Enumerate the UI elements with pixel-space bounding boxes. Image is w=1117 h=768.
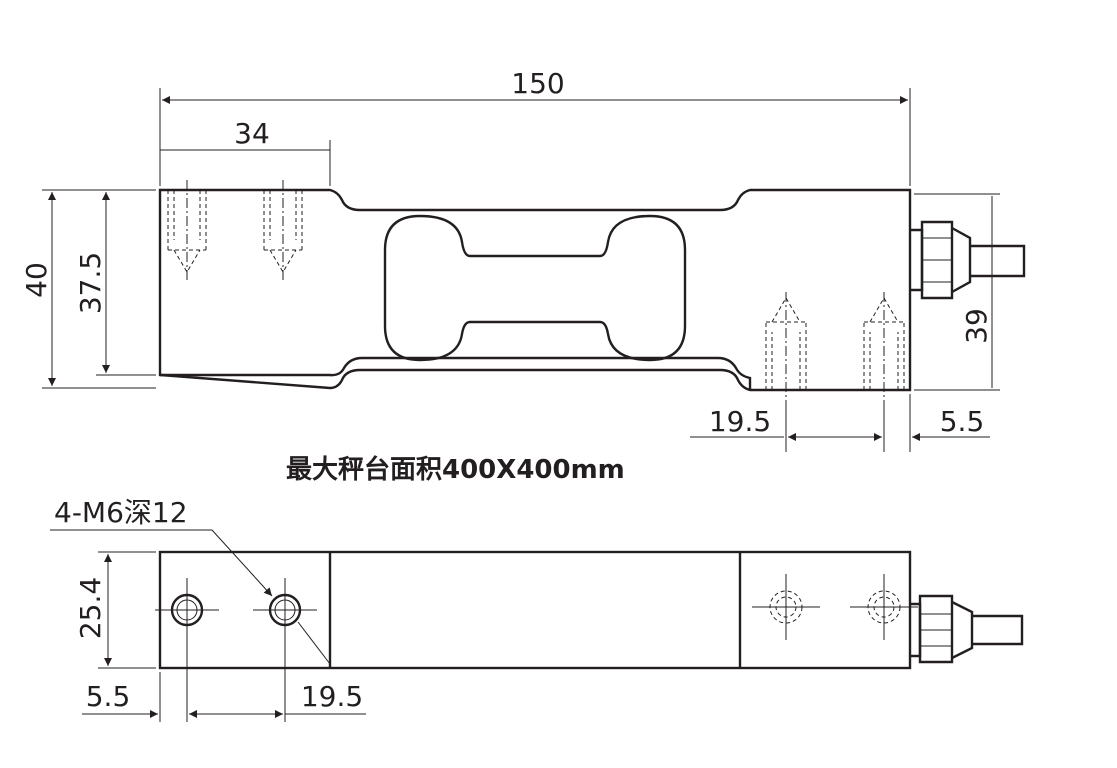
dim-hole-spacing-top: 34 <box>160 117 331 186</box>
thread-hole-top-1 <box>167 180 207 282</box>
callout-4-m6-label: 4-M6深12 <box>54 496 188 529</box>
dim-40-label: 40 <box>20 262 53 298</box>
mount-hole-2 <box>253 578 317 642</box>
thread-callout: 4-M6深12 <box>50 496 331 665</box>
mount-hole-1 <box>155 578 219 642</box>
dim-5-5-front-label: 5.5 <box>940 405 985 438</box>
top-view: 4-M6深12 25.4 5.5 19.5 <box>50 496 1024 722</box>
front-view: 150 34 40 37.5 39 <box>20 67 1026 452</box>
front-body-bottom <box>160 356 752 390</box>
dim-5-5-top-label: 5.5 <box>86 680 131 713</box>
dim-overall-length: 150 <box>159 67 911 186</box>
dim-bottom-offsets: 19.5 5.5 <box>690 394 990 452</box>
dim-width: 25.4 <box>74 551 156 669</box>
dim-top-offsets: 5.5 19.5 <box>82 642 366 722</box>
top-section-lines <box>328 552 742 668</box>
dim-19-5-front-label: 19.5 <box>709 405 771 438</box>
thread-hole-bottom-1 <box>765 292 807 400</box>
dim-25-4-label: 25.4 <box>74 577 107 639</box>
dim-cable-height: 39 <box>914 193 1000 391</box>
dim-height-body: 37.5 <box>74 192 156 376</box>
thread-hole-bottom-2 <box>863 292 905 400</box>
dim-19-5-top-label: 19.5 <box>301 680 363 713</box>
dim-39-label: 39 <box>960 308 993 344</box>
dim-height-total: 40 <box>20 189 156 389</box>
dim-34-label: 34 <box>234 117 270 150</box>
dim-37-5-label: 37.5 <box>74 252 107 314</box>
cable-connector-front <box>910 220 1026 300</box>
cable-connector-top <box>910 594 1024 664</box>
thread-hole-top-2 <box>263 180 303 282</box>
mount-hole-3 <box>752 574 820 640</box>
dogbone-cutout <box>383 214 687 362</box>
platform-note: 最大秤台面积400X400mm <box>286 454 625 485</box>
mount-hole-4 <box>850 574 918 640</box>
dim-150-label: 150 <box>511 67 564 100</box>
front-body-outline <box>158 188 912 392</box>
